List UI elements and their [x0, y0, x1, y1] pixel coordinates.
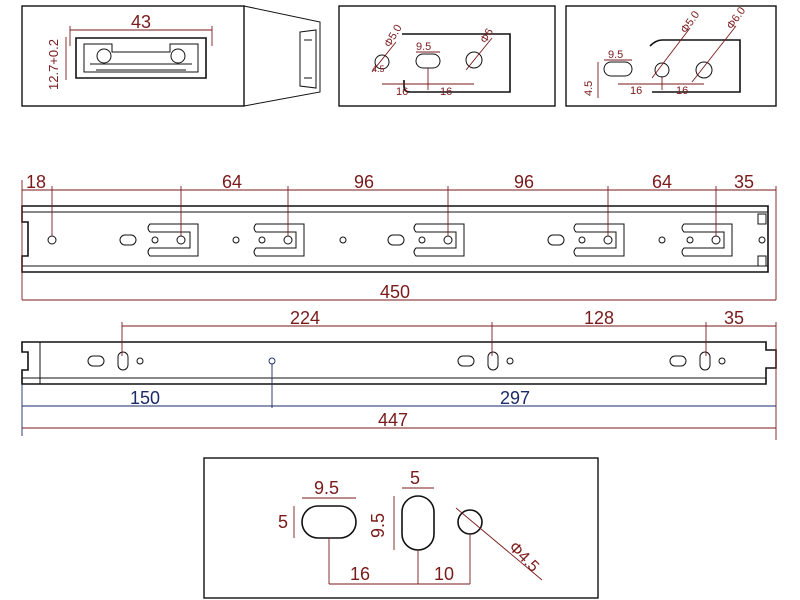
outer-dim-224: 224	[290, 308, 320, 328]
hole-slot-v-height: 9.5	[368, 513, 388, 538]
outer-dim-297: 297	[500, 388, 530, 408]
outer-slot-height-label: 4.5	[583, 81, 595, 96]
outer-dim-150: 150	[130, 388, 160, 408]
profile-height-label: 12.7+0.2	[46, 39, 61, 90]
outer-hole-detail: 9.5 4.5 Φ5.0 Φ6.0 16 16	[565, 5, 777, 107]
hole-dist-10: 10	[434, 564, 454, 584]
inner-dim-64a: 64	[222, 172, 242, 192]
inner-offset-small-label: 4.5	[372, 64, 385, 74]
outer-dim-128: 128	[584, 308, 614, 328]
profile-frame	[21, 5, 245, 107]
inner-total-label: 450	[380, 282, 410, 302]
profile-width-label: 43	[131, 12, 151, 32]
inner-dim-18: 18	[26, 172, 46, 192]
inner-slot-width-label: 9.5	[416, 41, 431, 53]
inner-dim-64b: 64	[652, 172, 672, 192]
hole-slot-h-width: 9.5	[314, 478, 339, 498]
outer-offset-a-label: 16	[630, 85, 642, 97]
outer-slot-width-label: 9.5	[608, 49, 623, 61]
inner-dim-96a: 96	[354, 172, 374, 192]
outer-total-label: 447	[378, 410, 408, 430]
inner-hole-detail: Φ5.0 9.5 Φ6 16 16 4.5	[338, 5, 556, 107]
profile-detail: 43 12.7+0.2	[21, 5, 321, 107]
outer-rail-drawing: 224 128 35 150 297 447	[21, 308, 777, 440]
hole-slot-v-width: 5	[410, 468, 420, 488]
hole-dist-16: 16	[350, 564, 370, 584]
inner-dim-96b: 96	[514, 172, 534, 192]
hole-size-detail: 9.5 5 5 9.5 Φ4.5 16 10	[203, 457, 599, 599]
inner-offset-b-label: 16	[440, 86, 452, 98]
hole-slot-h-height: 5	[278, 512, 288, 532]
inner-rail-drawing: 18 64 96 96 64 35 450	[21, 172, 777, 302]
outer-offset-b-label: 16	[676, 85, 688, 97]
inner-offset-a-label: 16	[396, 86, 408, 98]
outer-dim-35: 35	[724, 308, 744, 328]
inner-dim-35: 35	[734, 172, 754, 192]
